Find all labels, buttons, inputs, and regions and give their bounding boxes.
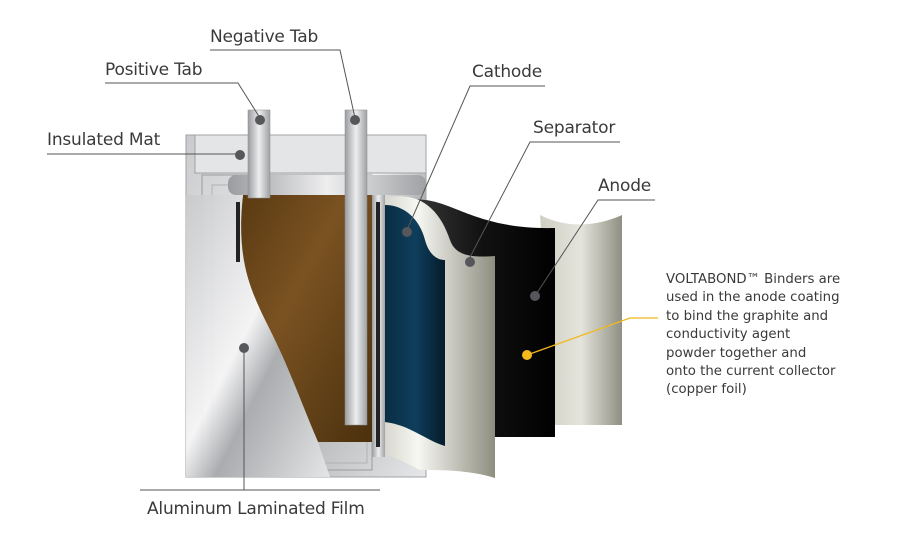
- positive-tab: [247, 109, 271, 199]
- label-cathode: Cathode: [472, 62, 542, 82]
- electrode-coating: [240, 195, 372, 442]
- note-line: powder together and: [666, 345, 807, 361]
- back-foil-layer: [540, 215, 622, 425]
- left-tube-slot: [236, 202, 240, 262]
- label-negative-tab: Negative Tab: [210, 27, 319, 47]
- highlight-dot: [522, 350, 532, 360]
- label-insulated-mat: Insulated Mat: [47, 130, 161, 150]
- insulated-mat: [186, 195, 330, 477]
- negative-tab: [344, 109, 368, 426]
- right-tube-slot: [376, 202, 380, 447]
- tab-bar: [228, 175, 426, 195]
- label-separator: Separator: [533, 118, 616, 138]
- label-aluminum-laminated-film: Aluminum Laminated Film: [147, 499, 365, 519]
- label-anode: Anode: [598, 176, 652, 196]
- voltabond-note: VOLTABOND™ Binders are used in the anode…: [666, 271, 896, 400]
- note-line: to bind the graphite and: [666, 308, 829, 324]
- callout-lines: [47, 49, 655, 491]
- label-positive-tab: Positive Tab: [105, 60, 203, 80]
- callout-dots: [235, 115, 540, 353]
- note-line: VOLTABOND™ Binders are: [666, 272, 841, 287]
- highlight-callout-line: [526, 317, 658, 356]
- cathode-layer: [385, 205, 445, 446]
- note-line: onto the current collector: [666, 364, 836, 380]
- note-line: (copper foil): [666, 382, 747, 398]
- note-line: conductivity agent: [666, 327, 791, 343]
- note-line: used in the anode coating: [666, 290, 840, 306]
